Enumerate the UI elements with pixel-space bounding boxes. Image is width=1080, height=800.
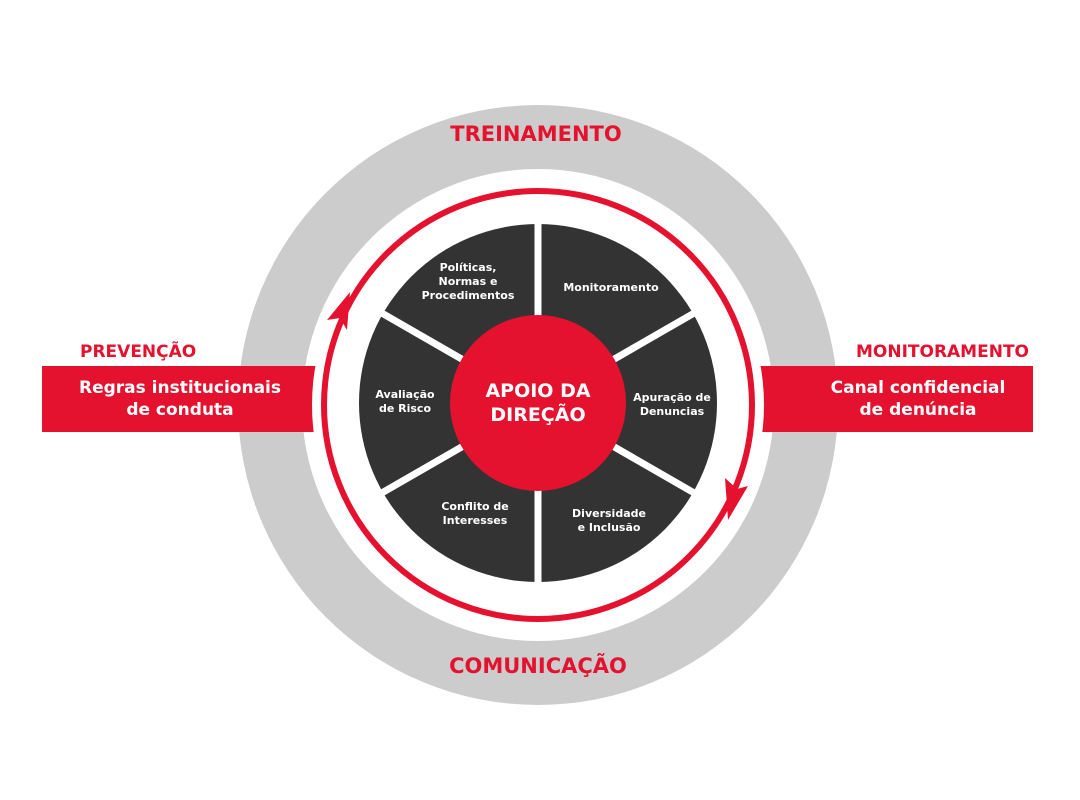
right-bar-line-1: Canal confidencial: [831, 378, 1006, 398]
left-bar-line-2: de conduta: [126, 400, 233, 420]
svg-text:Políticas,: Políticas,: [440, 261, 497, 274]
arrow-down-icon: [725, 478, 748, 520]
segment-diversidade: Diversidade e Inclusão: [572, 507, 646, 534]
right-bar-line-2: de denúncia: [860, 400, 977, 420]
segment-politicas: Políticas, Normas e Procedimentos: [422, 261, 515, 302]
svg-text:de Risco: de Risco: [379, 402, 431, 415]
svg-text:Apuração de: Apuração de: [633, 391, 711, 404]
svg-text:Conflito de: Conflito de: [441, 500, 508, 513]
segment-apuracao: Apuração de Denuncias: [633, 391, 711, 418]
cycle-ring: [321, 188, 755, 622]
svg-text:e Inclusão: e Inclusão: [578, 521, 641, 534]
svg-text:Monitoramento: Monitoramento: [563, 281, 659, 294]
arrow-up-icon: [327, 292, 350, 330]
segment-monitoramento: Monitoramento: [563, 281, 659, 294]
left-bar: [42, 366, 332, 432]
center-line-1: APOIO DA: [485, 380, 590, 402]
label-comunicacao: COMUNICAÇÃO: [449, 653, 627, 678]
label-prevencao: PREVENÇÃO: [80, 339, 196, 362]
svg-text:Denuncias: Denuncias: [640, 405, 705, 418]
svg-text:Normas e: Normas e: [439, 275, 498, 288]
center-circle: [450, 315, 626, 491]
left-bar-line-1: Regras institucionais: [79, 378, 281, 398]
center-line-2: DIREÇÃO: [490, 402, 585, 426]
svg-text:Diversidade: Diversidade: [572, 507, 646, 520]
label-monitoramento: MONITORAMENTO: [856, 342, 1029, 362]
label-treinamento: TREINAMENTO: [450, 122, 621, 146]
right-bar: [745, 366, 1033, 432]
segment-avaliacao: Avaliação de Risco: [375, 388, 435, 415]
segment-conflito: Conflito de Interesses: [441, 500, 508, 527]
svg-text:Interesses: Interesses: [443, 514, 508, 527]
svg-text:Avaliação: Avaliação: [375, 388, 435, 401]
svg-text:Procedimentos: Procedimentos: [422, 289, 515, 302]
